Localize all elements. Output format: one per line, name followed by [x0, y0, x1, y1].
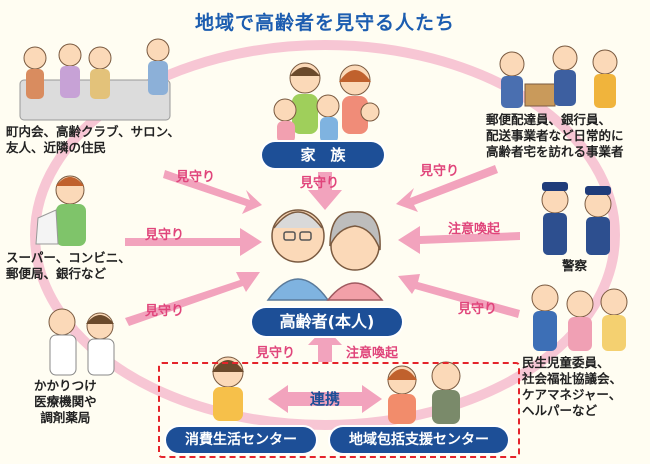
arrow-delivery	[396, 165, 498, 212]
neighborhood-illustration	[19, 38, 171, 121]
diagram-title: 地域で高齢者を見守る人たち	[194, 12, 455, 34]
medical-label: かかりつけ 医療機関や 調剤薬局	[34, 378, 97, 425]
community-center-label: 地域包括支援センター	[330, 427, 508, 453]
arrow-bottom-up	[308, 327, 342, 362]
welfare-label: 民生児童委員、 社会福祉協議会、 ケアマネジャー、 ヘルパーなど	[522, 355, 623, 418]
arrow-neighborhood	[163, 170, 262, 214]
arrow-family	[308, 172, 342, 210]
link-label: 連携	[309, 390, 340, 408]
arrows	[125, 165, 520, 362]
arrow-label-family: 見守り	[300, 176, 340, 191]
arrow-label-police: 注意喚起	[448, 222, 501, 237]
store-clerk-illustration	[35, 175, 86, 246]
neighborhood-label: 町内会、高齢クラブ、サロン、 友人、近隣の住民	[6, 124, 180, 155]
medical-illustration	[48, 308, 115, 376]
arrow-label-stores: 見守り	[145, 228, 185, 243]
arrow-label-bottom-caution: 注意喚起	[346, 346, 399, 361]
arrow-police	[398, 226, 520, 254]
arrow-label-welfare: 見守り	[458, 302, 498, 317]
family-label: 家 族	[262, 142, 384, 168]
arrow-medical	[125, 272, 260, 326]
cooperation-box	[158, 362, 520, 458]
police-label: 警察	[562, 258, 588, 273]
welfare-illustration	[531, 284, 628, 351]
arrow-stores	[125, 228, 262, 256]
arrow-label-bottom-watch: 見守り	[256, 346, 296, 361]
arrow-label-delivery: 見守り	[420, 164, 460, 179]
stores-label: スーパー、コンビニ、 郵便局、銀行など	[6, 250, 131, 281]
family-illustration	[273, 62, 380, 143]
arrow-label-neighborhood: 見守り	[176, 170, 216, 185]
elderly-couple-illustration	[266, 209, 384, 301]
arrow-welfare	[398, 274, 520, 318]
center-label: 高齢者(本人)	[252, 308, 402, 336]
consumer-center-label: 消費生活センター	[166, 427, 316, 453]
delivery-workers-illustration	[499, 45, 618, 108]
delivery-label: 郵便配達員、銀行員、 配送事業者など日常的に 高齢者宅を訪れる事業者	[486, 112, 624, 159]
pink-loop	[30, 40, 620, 430]
arrow-label-medical: 見守り	[145, 304, 185, 319]
police-illustration	[541, 182, 612, 255]
community-center-staff-illustration	[387, 361, 461, 424]
link-arrow	[268, 385, 382, 413]
